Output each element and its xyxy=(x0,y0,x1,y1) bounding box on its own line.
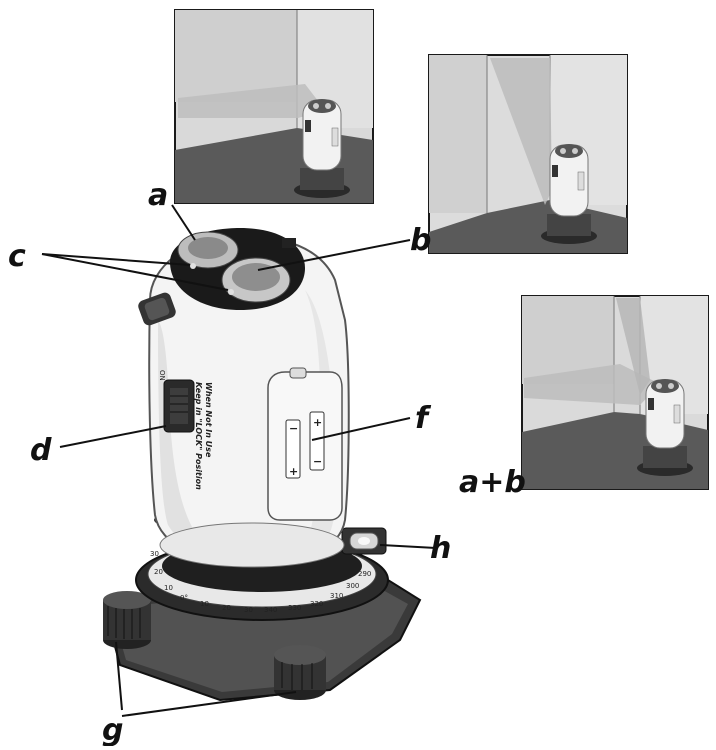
mini-device-2 xyxy=(541,144,597,244)
indicator-led xyxy=(228,289,234,295)
svg-text:Keep in "LOCK" Position: Keep in "LOCK" Position xyxy=(194,382,203,490)
bubble-level-vial xyxy=(341,527,387,555)
callout-f: f xyxy=(415,401,432,436)
degree-label: 340 xyxy=(264,606,277,614)
svg-text:When Not In Use: When Not In Use xyxy=(204,382,213,458)
plus-symbol: + xyxy=(313,416,322,429)
callout-a: a xyxy=(148,178,168,213)
leveling-knob-left[interactable] xyxy=(103,591,151,649)
callout-b: b xyxy=(410,223,431,258)
degree-label: 310 xyxy=(330,592,343,600)
panel-vertical-line xyxy=(428,54,628,254)
laser-beam-horizontal xyxy=(178,84,325,118)
degree-label: 10 xyxy=(200,600,209,608)
callout-g: g xyxy=(102,713,123,746)
panel-cross-line xyxy=(521,295,709,490)
lock-switch[interactable] xyxy=(163,379,195,433)
plus-symbol: + xyxy=(289,465,298,478)
degree-scale: 30 20 10 0° 10 20 30 340 330 320 310 300… xyxy=(150,550,371,614)
laser-beam-vertical-2 xyxy=(616,298,650,395)
minus-symbol: − xyxy=(313,455,322,468)
mini-device-1 xyxy=(294,99,350,198)
main-laser-level: 30 20 10 0° 10 20 30 340 330 320 310 300… xyxy=(103,228,422,702)
panel-horizontal-line xyxy=(174,9,374,204)
battery-slot-1 xyxy=(285,419,301,479)
degree-label: 290 xyxy=(358,570,371,578)
callout-c: c xyxy=(8,239,26,274)
callout-a-plus-b: a+b xyxy=(459,465,526,500)
top-clip xyxy=(282,238,296,248)
degree-label: 30 xyxy=(150,550,159,558)
minus-symbol: − xyxy=(289,422,298,435)
degree-label: 20 xyxy=(222,604,231,612)
lock-instruction-text: Keep in "LOCK" Position When Not In Use xyxy=(194,382,213,490)
laser-beam-horizontal-2 xyxy=(524,364,660,405)
leveling-knob-right[interactable] xyxy=(274,645,326,700)
indicator-led xyxy=(190,263,196,269)
degree-label: 20 xyxy=(154,568,163,576)
degree-label: 10 xyxy=(164,584,173,592)
mini-device-3 xyxy=(637,379,693,476)
battery-compartment[interactable]: − + + − xyxy=(267,367,343,521)
callout-lines xyxy=(41,204,437,717)
on-label: ON xyxy=(158,370,166,381)
laser-beam-vertical xyxy=(490,58,552,205)
degree-label: 30 xyxy=(244,606,253,614)
battery-slot-2 xyxy=(309,411,325,471)
laser-lens-housing xyxy=(170,228,305,310)
callout-d: d xyxy=(30,433,52,468)
degree-label: 300 xyxy=(346,582,359,590)
degree-label: 330 xyxy=(288,604,301,612)
degree-label: 320 xyxy=(310,600,323,608)
top-adjust-knob[interactable] xyxy=(137,291,178,327)
degree-label: 0° xyxy=(180,594,188,602)
callout-h: h xyxy=(430,531,451,566)
